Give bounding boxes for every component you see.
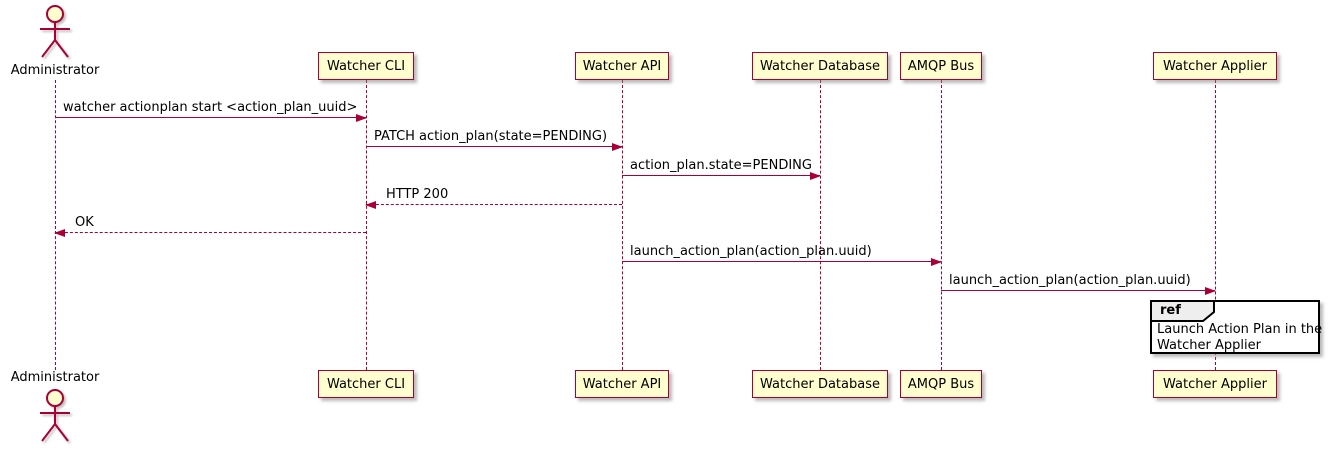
lifeline-watcher-applier: [1215, 80, 1216, 370]
ref-text: Launch Action Plan in the Watcher Applie…: [1157, 322, 1323, 354]
ref-fragment: ref Launch Action Plan in the Watcher Ap…: [1150, 300, 1323, 354]
participant-top-watcher-cli: Watcher CLI: [318, 52, 414, 80]
message-label: launch_action_plan(action_plan.uuid): [630, 244, 872, 259]
message-launch-action-plan-api: launch_action_plan(action_plan.uuid): [622, 242, 942, 266]
arrowhead-right-icon: [356, 114, 367, 122]
ref-text-line2: Watcher Applier: [1157, 338, 1261, 353]
message-launch-action-plan-amqp: launch_action_plan(action_plan.uuid): [941, 271, 1216, 295]
message-line: [366, 204, 622, 205]
actor-label-bottom: Administrator: [10, 370, 100, 385]
message-http-200: HTTP 200: [365, 185, 622, 209]
participant-bottom-watcher-applier: Watcher Applier: [1153, 370, 1277, 398]
message-ok: OK: [54, 213, 366, 237]
message-line: [941, 290, 1215, 291]
participant-top-watcher-database: Watcher Database: [752, 52, 888, 80]
message-label: watcher actionplan start <action_plan_uu…: [63, 100, 358, 115]
lifeline-watcher-database: [820, 80, 821, 370]
arrowhead-left-icon: [54, 229, 65, 237]
actor-icon: [40, 389, 70, 442]
message-label: action_plan.state=PENDING: [630, 158, 812, 173]
message-actionplan-start: watcher actionplan start <action_plan_uu…: [55, 98, 367, 122]
arrowhead-right-icon: [810, 172, 821, 180]
lifeline-watcher-cli: [366, 80, 367, 370]
participant-top-amqp-bus: AMQP Bus: [900, 52, 982, 80]
message-line: [366, 146, 622, 147]
participant-top-watcher-api: Watcher API: [575, 52, 669, 80]
message-line: [55, 117, 366, 118]
message-patch-action-plan: PATCH action_plan(state=PENDING): [366, 127, 623, 151]
participant-top-watcher-applier: Watcher Applier: [1153, 52, 1277, 80]
arrowhead-right-icon: [612, 143, 623, 151]
message-line: [55, 232, 366, 233]
message-label: HTTP 200: [386, 187, 449, 202]
lifeline-watcher-api: [622, 80, 623, 370]
message-line: [622, 261, 941, 262]
ref-text-line1: Launch Action Plan in the: [1157, 322, 1323, 337]
ref-tab-icon: [1150, 300, 1215, 322]
arrowhead-left-icon: [365, 201, 376, 209]
lifeline-administrator: [55, 80, 56, 370]
message-line: [622, 175, 820, 176]
participant-bottom-watcher-cli: Watcher CLI: [318, 370, 414, 398]
message-state-pending: action_plan.state=PENDING: [622, 156, 821, 180]
ref-keyword: ref: [1160, 303, 1181, 318]
participant-bottom-amqp-bus: AMQP Bus: [900, 370, 982, 398]
arrowhead-right-icon: [1205, 287, 1216, 295]
actor-label-top: Administrator: [10, 63, 100, 78]
actor-icon: [40, 5, 70, 58]
message-label: OK: [75, 215, 94, 230]
participant-bottom-watcher-api: Watcher API: [575, 370, 669, 398]
arrowhead-right-icon: [931, 258, 942, 266]
participant-bottom-watcher-database: Watcher Database: [752, 370, 888, 398]
lifeline-amqp-bus: [941, 80, 942, 370]
message-label: launch_action_plan(action_plan.uuid): [949, 273, 1191, 288]
message-label: PATCH action_plan(state=PENDING): [374, 129, 608, 144]
